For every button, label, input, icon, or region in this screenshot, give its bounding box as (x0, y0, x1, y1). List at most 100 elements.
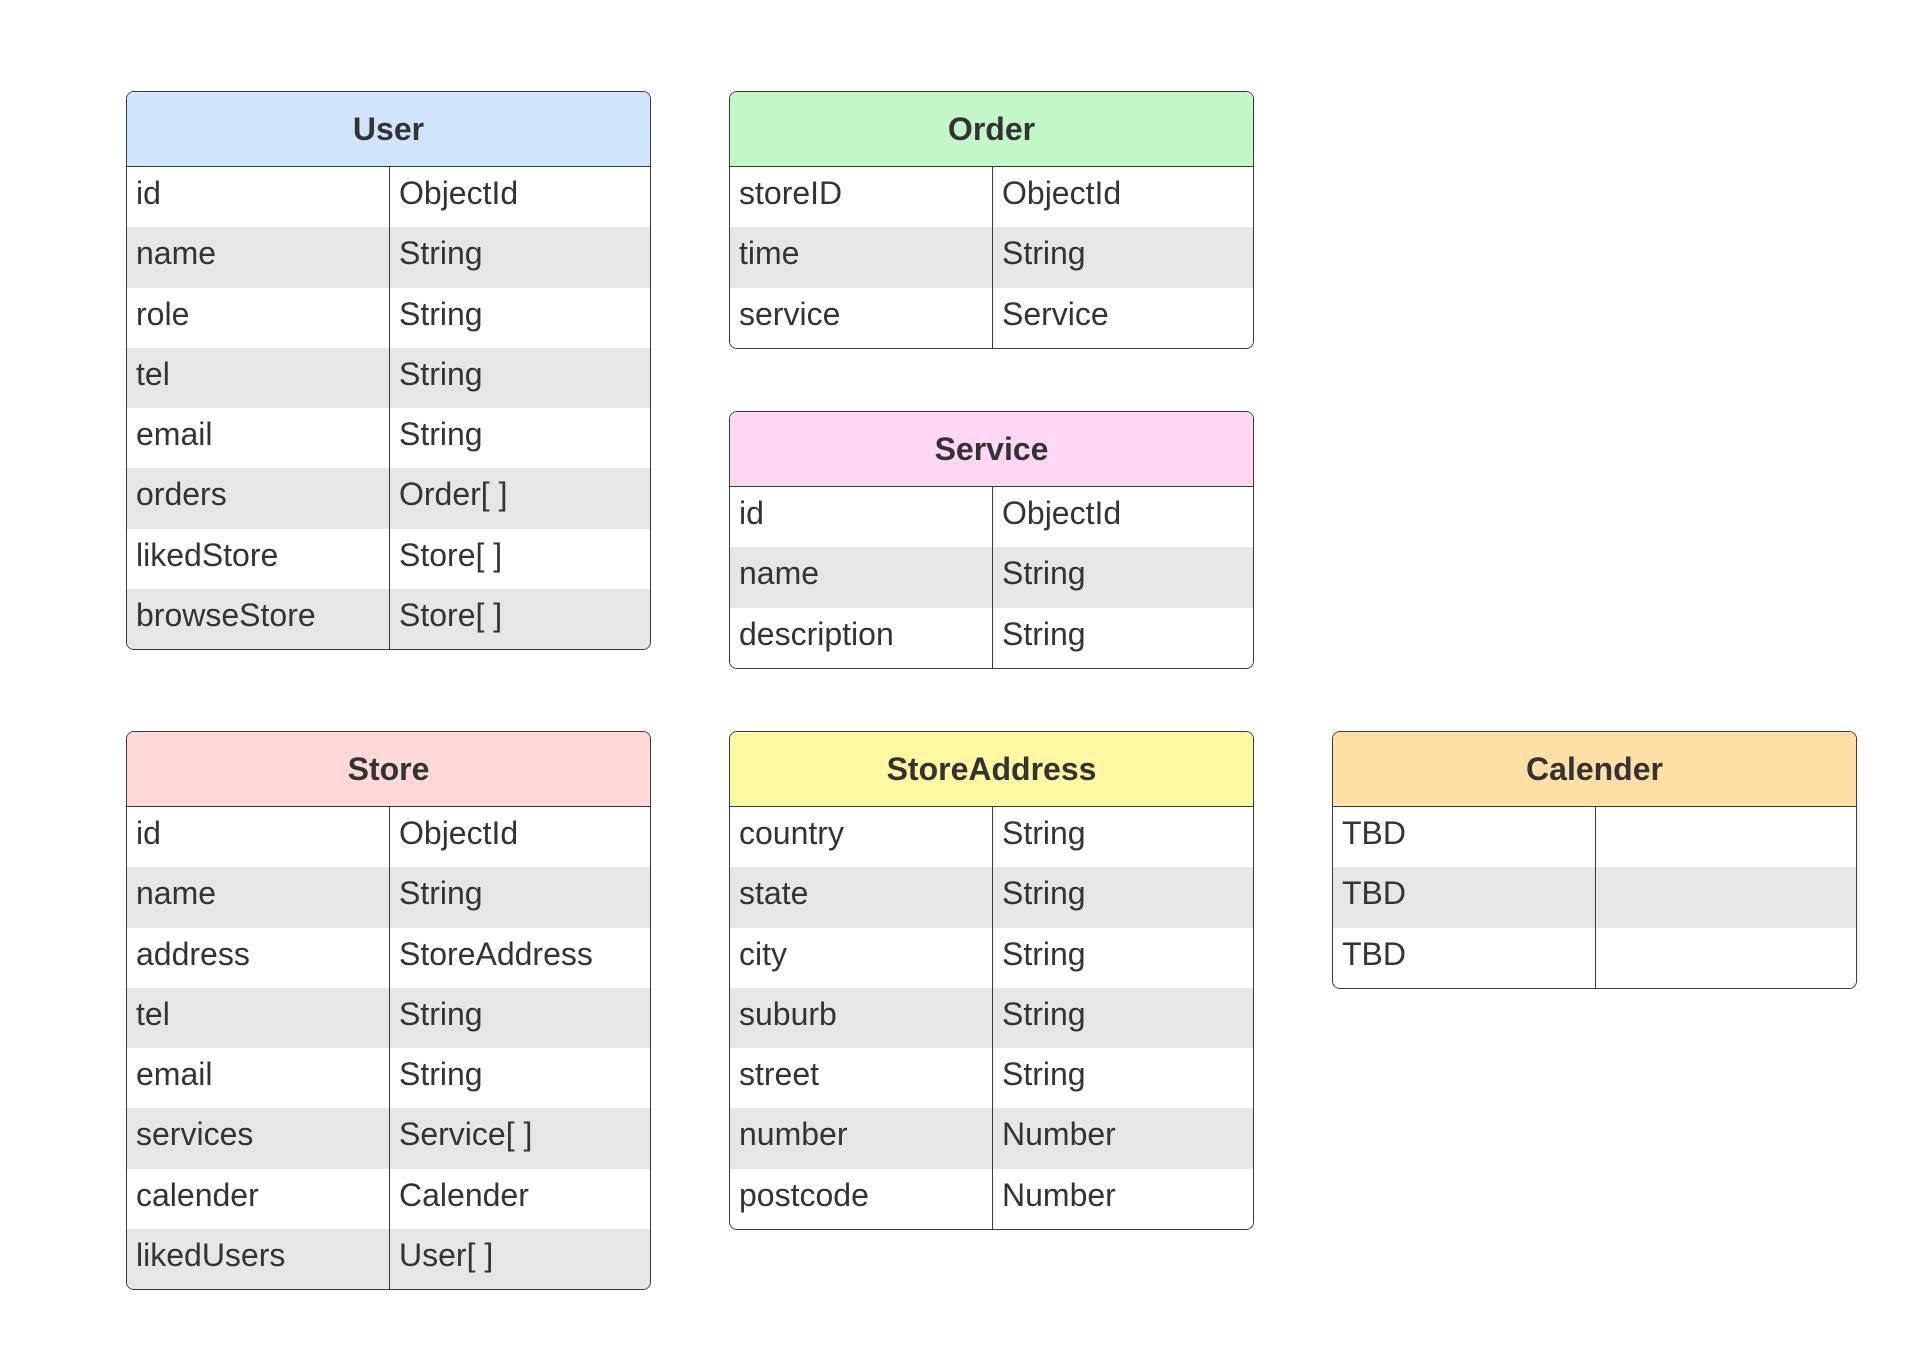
field-name: likedStore (127, 528, 390, 590)
field-type (1596, 867, 1856, 927)
field-type: Number (1002, 1116, 1116, 1153)
field-name: service (730, 287, 993, 348)
field-name: id (730, 487, 993, 548)
field-type: String (399, 995, 483, 1032)
field-name: tel (127, 347, 390, 409)
field-type: String (1002, 555, 1086, 592)
field-name: id (127, 167, 390, 228)
field-name: name (730, 547, 993, 608)
entity-order-title: Order (730, 92, 1253, 167)
field-name: time (730, 227, 993, 288)
field-name: name (127, 227, 390, 288)
entity-storeaddress-title: StoreAddress (730, 732, 1253, 807)
field-name: description (730, 607, 993, 668)
field-type: String (399, 355, 483, 392)
field-name: number (730, 1108, 993, 1169)
field-type: String (1002, 615, 1086, 652)
field-type: String (1002, 995, 1086, 1032)
field-name: address (127, 927, 390, 988)
field-type: ObjectId (399, 815, 519, 851)
field-name: orders (127, 468, 390, 529)
field-name: role (127, 287, 390, 348)
entity-store-title: Store (127, 732, 650, 807)
field-name: email (127, 1048, 390, 1109)
field-type: String (1002, 935, 1086, 972)
field-name: browseStore (127, 589, 390, 650)
field-name: TBD (1333, 807, 1596, 868)
field-name: country (730, 807, 993, 868)
field-row: TBD (1333, 807, 1856, 868)
field-type (1596, 928, 1856, 988)
field-name: email (127, 408, 390, 469)
field-type: ObjectId (1002, 495, 1122, 531)
field-name: postcode (730, 1168, 993, 1230)
field-type: ObjectId (1002, 175, 1122, 211)
field-type: String (399, 1056, 483, 1093)
field-name: state (730, 867, 993, 928)
field-name: city (730, 927, 993, 988)
field-type: Number (1002, 1176, 1116, 1213)
field-name: calender (127, 1168, 390, 1230)
field-name: id (127, 807, 390, 868)
field-type: String (399, 295, 483, 332)
field-type: Calender (399, 1176, 529, 1213)
field-row: TBD (1333, 867, 1856, 928)
field-name: tel (127, 987, 390, 1049)
field-type: String (1002, 815, 1086, 851)
field-type: String (399, 875, 483, 912)
field-name: TBD (1333, 867, 1596, 928)
field-name: name (127, 867, 390, 928)
field-type: Store[ ] (399, 536, 503, 573)
field-type: String (1002, 235, 1086, 272)
field-type: Service[ ] (399, 1116, 533, 1153)
field-type: String (1002, 875, 1086, 912)
field-type: Store[ ] (399, 597, 503, 634)
field-type: String (399, 416, 483, 453)
field-name: services (127, 1108, 390, 1169)
entity-service-title: Service (730, 412, 1253, 487)
field-type: Order[ ] (399, 476, 508, 513)
field-row: TBD (1333, 927, 1856, 988)
entity-calender-title: Calender (1333, 732, 1856, 807)
field-type: User[ ] (399, 1237, 494, 1274)
field-name: likedUsers (127, 1229, 390, 1290)
field-type (1596, 807, 1856, 867)
field-type: Service (1002, 295, 1109, 332)
